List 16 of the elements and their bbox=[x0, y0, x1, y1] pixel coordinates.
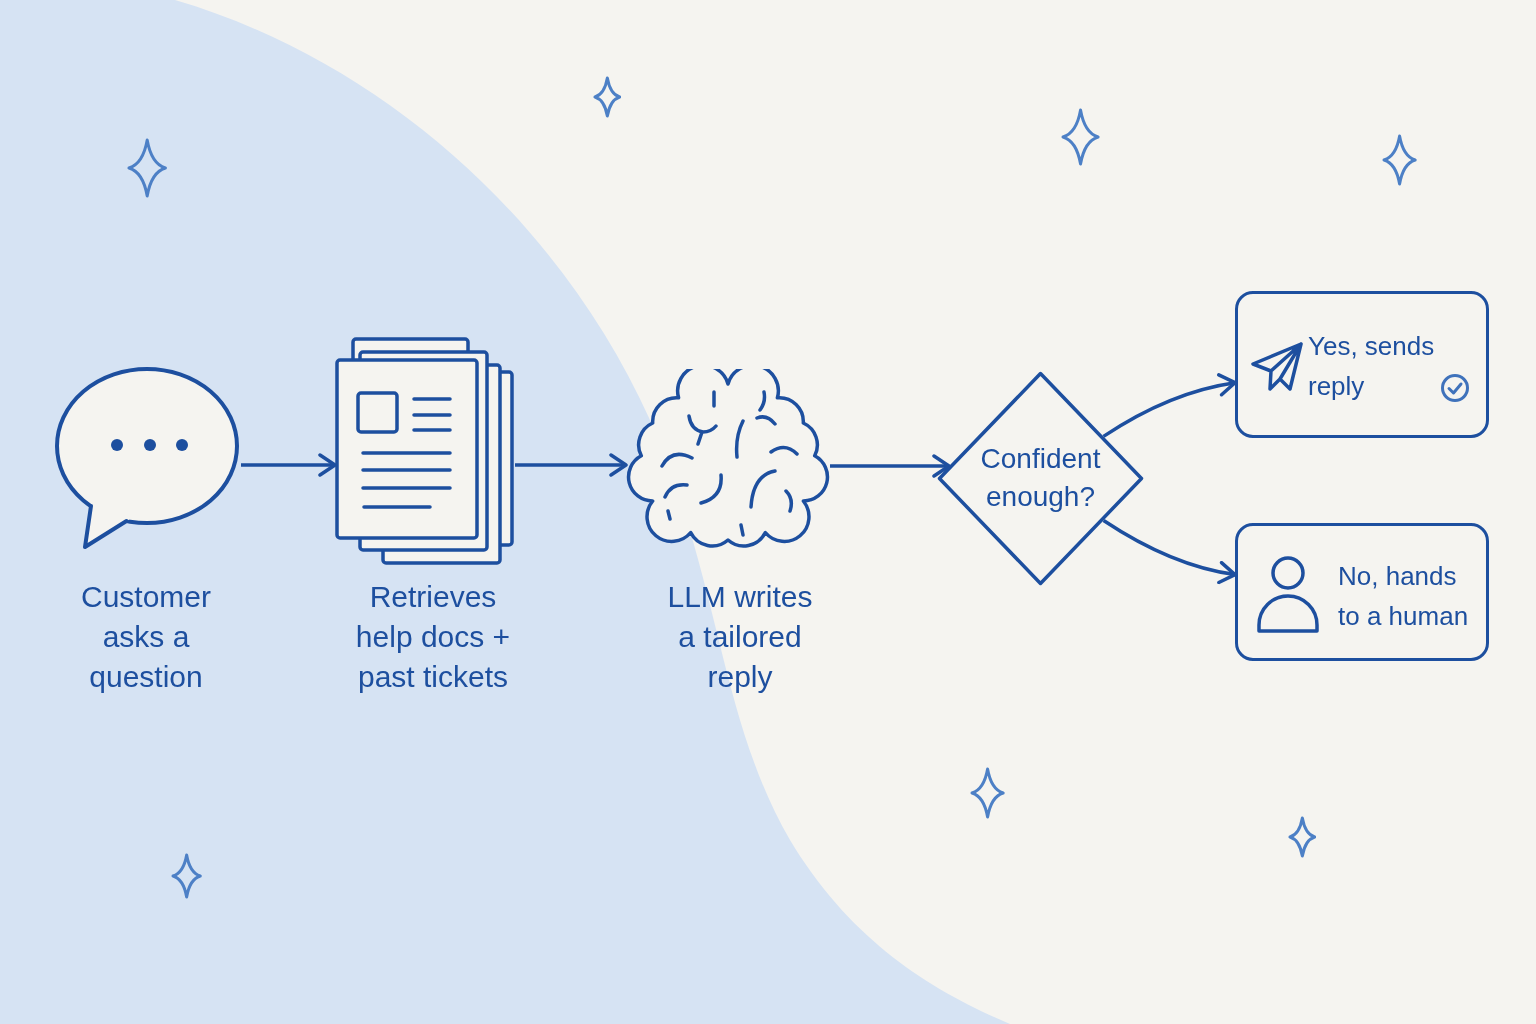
arrow bbox=[1102, 373, 1237, 438]
decision-text: Confident enough? bbox=[979, 442, 1102, 514]
arrow bbox=[515, 453, 628, 477]
speech-bubble-icon bbox=[55, 367, 241, 550]
document-stack-icon bbox=[335, 337, 515, 565]
step-caption: Retrieves help docs + past tickets bbox=[354, 579, 512, 695]
step-caption: Customer asks a question bbox=[79, 579, 212, 695]
outcome-box bbox=[1235, 523, 1489, 661]
step-caption: LLM writes a tailored reply bbox=[666, 579, 814, 695]
outcome-box bbox=[1235, 291, 1489, 438]
arrow bbox=[241, 453, 337, 477]
outcome-text: Yes, sends reply bbox=[1308, 330, 1436, 403]
outcome-text: No, hands to a human bbox=[1338, 560, 1470, 633]
arrow bbox=[830, 454, 951, 478]
arrow bbox=[1102, 519, 1237, 584]
decision-diamond bbox=[937, 371, 1144, 586]
